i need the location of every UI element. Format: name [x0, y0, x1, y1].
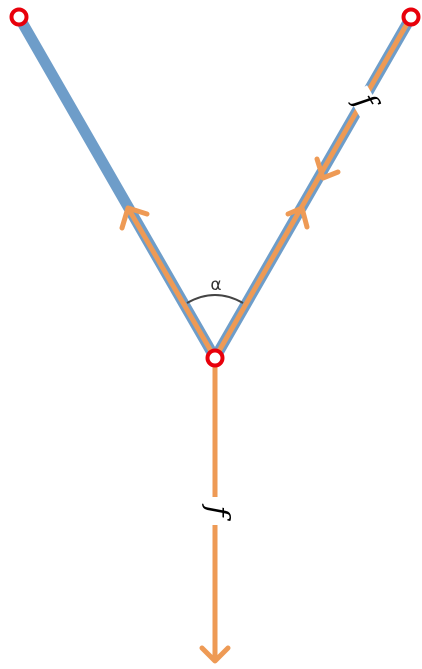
node-junction: [205, 348, 225, 368]
label-f-right-backdrop: [347, 85, 381, 119]
arrowhead-left-up: [119, 205, 150, 231]
node-top-right-anchor: [401, 7, 421, 27]
force-line-right: [212, 19, 411, 361]
force-line-left: [125, 205, 218, 361]
arrowhead-down: [199, 645, 231, 664]
arrowhead-right-down: [314, 156, 341, 181]
angle-label: α: [210, 275, 221, 295]
angle-arc: [186, 294, 244, 304]
label-f-down-backdrop: [205, 497, 227, 525]
arrowhead-right-up: [285, 205, 310, 230]
node-top-left-anchor: [9, 7, 29, 27]
